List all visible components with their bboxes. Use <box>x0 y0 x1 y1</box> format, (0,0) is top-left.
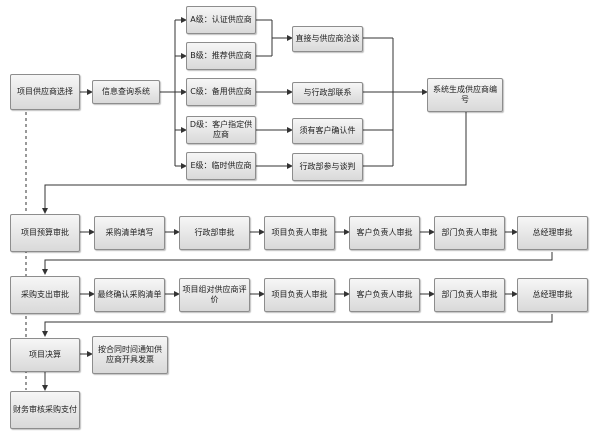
pm-approval-node: 项目负责人审批 <box>264 216 335 250</box>
node-label: E级：临时供应商 <box>190 161 252 170</box>
purchase-list-fill-node: 采购清单填写 <box>94 216 165 250</box>
final-confirm-list-node: 最终确认采购清单 <box>94 278 165 312</box>
node-label: 行政部审批 <box>194 228 235 237</box>
node-label: 与行政部联系 <box>303 88 352 97</box>
node-label: 总经理审批 <box>532 228 573 237</box>
notify-invoice-node: 按合同时间通知供应商开具发票 <box>92 336 168 374</box>
node-label: 项目负责人审批 <box>271 290 328 299</box>
node-label: 项目预算审批 <box>21 228 69 237</box>
gm-approval-node: 总经理审批 <box>517 216 588 250</box>
grade-a-node: A级：认证供应商 <box>186 6 256 34</box>
customer-confirm-node: 须有客户确认件 <box>292 118 363 144</box>
node-label: 项目供应商选择 <box>17 87 73 96</box>
node-label: 直接与供应商洽谈 <box>295 34 360 43</box>
node-label: 行政部参与谈判 <box>299 162 356 171</box>
node-label: 项目组对供应商评价 <box>182 285 247 304</box>
dept-head-approval-node: 部门负责人审批 <box>434 216 505 250</box>
node-label: 采购支出审批 <box>21 290 69 299</box>
node-label: 系统生成供应商编号 <box>433 85 497 104</box>
gm-approval-node: 总经理审批 <box>517 278 588 312</box>
pm-approval-node: 项目负责人审批 <box>264 278 335 312</box>
project-supplier-select-node: 项目供应商选择 <box>10 74 80 110</box>
node-label: 部门负责人审批 <box>441 228 498 237</box>
dept-head-approval-node: 部门负责人审批 <box>434 278 505 312</box>
grade-b-node: B级：推荐供应商 <box>186 42 256 70</box>
system-supplier-number-node: 系统生成供应商编号 <box>427 78 503 112</box>
node-label: C级：备用供应商 <box>190 87 252 96</box>
node-label: 项目负责人审批 <box>271 228 328 237</box>
admin-participate-node: 行政部参与谈判 <box>292 153 363 181</box>
expense-approval-node: 采购支出审批 <box>10 276 80 314</box>
grade-c-node: C级：备用供应商 <box>186 78 256 106</box>
node-label: 部门负责人审批 <box>441 290 498 299</box>
node-label: B级：推荐供应商 <box>190 51 252 60</box>
grade-e-node: E级：临时供应商 <box>186 152 256 180</box>
node-label: 最终确认采购清单 <box>97 290 162 299</box>
grade-d-node: D级：客户指定供应商 <box>186 116 256 144</box>
node-label: 客户负责人审批 <box>356 290 413 299</box>
customer-pic-approval-node: 客户负责人审批 <box>349 278 420 312</box>
info-query-system-node: 信息查询系统 <box>92 80 160 104</box>
node-label: 客户负责人审批 <box>356 228 413 237</box>
finance-review-pay-node: 财务审核采购支付 <box>10 391 80 429</box>
node-label: A级：认证供应商 <box>190 15 252 24</box>
admin-approval-node: 行政部审批 <box>179 216 250 250</box>
node-label: 采购清单填写 <box>105 228 154 237</box>
node-label: D级：客户指定供应商 <box>189 120 253 139</box>
project-settlement-node: 项目决算 <box>10 338 80 372</box>
budget-approval-node: 项目预算审批 <box>10 214 80 252</box>
node-label: 财务审核采购支付 <box>13 405 77 414</box>
customer-pic-approval-node: 客户负责人审批 <box>349 216 420 250</box>
contact-admin-node: 与行政部联系 <box>292 82 363 104</box>
supplier-evaluation-node: 项目组对供应商评价 <box>179 278 250 312</box>
node-label: 项目决算 <box>29 350 61 359</box>
node-label: 按合同时间通知供应商开具发票 <box>98 345 162 364</box>
direct-negotiate-node: 直接与供应商洽谈 <box>292 26 363 52</box>
node-label: 总经理审批 <box>532 290 573 299</box>
node-label: 信息查询系统 <box>102 87 150 96</box>
node-label: 须有客户确认件 <box>299 126 356 135</box>
